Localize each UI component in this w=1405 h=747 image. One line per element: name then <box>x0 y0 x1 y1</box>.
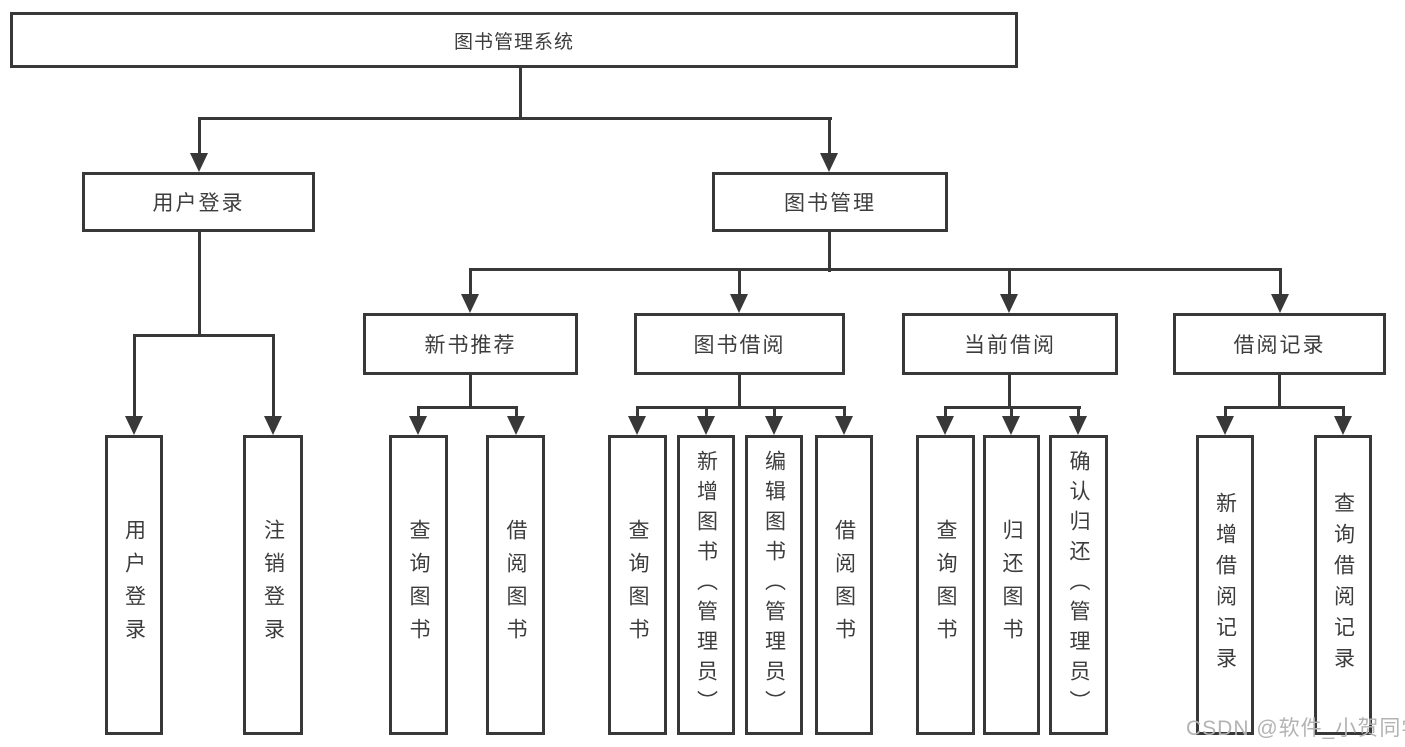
connector-line <box>843 406 846 420</box>
leaf-label: 借阅图书 <box>504 519 527 651</box>
connector-line <box>1279 268 1282 298</box>
arrow-down-icon <box>507 416 525 435</box>
node-new-book-recommend: 新书推荐 <box>363 313 578 375</box>
node-current-borrowing: 当前借阅 <box>902 313 1118 375</box>
connector-line <box>469 268 472 298</box>
node-label: 图书管理 <box>784 192 876 215</box>
leaf-query-books: 查询图书 <box>389 435 448 735</box>
leaf-add-borrow-record: 新增借阅记录 <box>1196 435 1254 735</box>
connector-line <box>1278 375 1281 409</box>
node-book-borrowing: 图书借阅 <box>634 313 845 375</box>
leaf-add-book-admin: 新增图书（管理员） <box>677 435 735 735</box>
connector-line <box>828 232 831 272</box>
arrow-down-icon <box>125 416 143 435</box>
node-label: 用户登录 <box>152 192 245 215</box>
leaf-query-books: 查询图书 <box>916 435 975 735</box>
connector-line <box>1224 406 1345 409</box>
leaf-edit-book-admin: 编辑图书（管理员） <box>745 435 803 735</box>
leaf-label: 新增借阅记录 <box>1213 492 1237 678</box>
leaf-label: 查询图书 <box>934 519 957 651</box>
arrow-down-icon <box>835 416 853 435</box>
connector-line <box>198 117 201 157</box>
leaf-borrow-books: 借阅图书 <box>486 435 545 735</box>
connector-line <box>636 406 846 409</box>
node-borrowing-records: 借阅记录 <box>1173 313 1386 375</box>
connector-line <box>417 406 518 409</box>
leaf-return-books: 归还图书 <box>983 435 1040 735</box>
connector-line <box>773 406 776 420</box>
arrow-down-icon <box>820 153 838 172</box>
leaf-label: 注销登录 <box>261 519 285 651</box>
connector-line <box>515 406 518 420</box>
connector-line <box>1342 406 1345 420</box>
node-label: 图书借阅 <box>693 334 786 357</box>
arrow-down-icon <box>1069 416 1087 435</box>
arrow-down-icon <box>1334 416 1352 435</box>
node-user-login: 用户登录 <box>82 172 315 232</box>
leaf-label: 归还图书 <box>1000 519 1023 651</box>
arrow-down-icon <box>190 153 208 172</box>
connector-line <box>1077 406 1080 420</box>
csdn-watermark: CSDN @软件_小贺同学 <box>1186 717 1405 740</box>
node-label: 借阅记录 <box>1233 334 1326 357</box>
connector-line <box>1010 406 1013 420</box>
connector-line <box>944 406 947 420</box>
leaf-user-login: 用户登录 <box>105 435 163 735</box>
connector-line <box>738 268 741 298</box>
leaf-confirm-return-admin: 确认归还（管理员） <box>1049 435 1108 735</box>
connector-line <box>738 375 741 409</box>
connector-line <box>705 406 708 420</box>
arrow-down-icon <box>628 416 646 435</box>
arrow-down-icon <box>1000 294 1018 313</box>
connector-line <box>1008 268 1011 298</box>
node-label: 当前借阅 <box>964 334 1056 357</box>
leaf-label: 借阅图书 <box>832 519 856 651</box>
leaf-logout: 注销登录 <box>243 435 303 735</box>
leaf-label: 查询借阅记录 <box>1331 492 1355 678</box>
arrow-down-icon <box>1271 294 1289 313</box>
arrow-down-icon <box>765 416 783 435</box>
connector-line <box>469 268 1282 271</box>
connector-line <box>828 117 831 157</box>
node-label: 图书管理系统 <box>453 31 574 53</box>
arrow-down-icon <box>936 416 954 435</box>
leaf-query-books: 查询图书 <box>608 435 667 735</box>
connector-line <box>133 334 136 422</box>
leaf-label: 查询图书 <box>626 519 649 651</box>
leaf-label: 新增图书（管理员） <box>694 450 718 720</box>
connector-line <box>519 68 522 120</box>
arrow-down-icon <box>730 294 748 313</box>
connector-line <box>469 375 472 409</box>
node-label: 新书推荐 <box>424 334 517 357</box>
arrow-down-icon <box>1002 416 1020 435</box>
connector-line <box>417 406 420 420</box>
leaf-label: 用户登录 <box>122 519 146 651</box>
arrow-down-icon <box>697 416 715 435</box>
leaf-label: 确认归还（管理员） <box>1067 450 1090 720</box>
node-root-system: 图书管理系统 <box>10 12 1018 68</box>
connector-line <box>133 334 275 337</box>
arrow-down-icon <box>409 416 427 435</box>
leaf-label: 编辑图书（管理员） <box>762 450 786 720</box>
connector-line <box>272 334 275 422</box>
leaf-label: 查询图书 <box>407 519 430 651</box>
node-book-management: 图书管理 <box>712 172 948 232</box>
connector-line <box>1008 375 1011 409</box>
connector-line <box>1224 406 1227 420</box>
arrow-down-icon <box>1216 416 1234 435</box>
connector-line <box>198 117 832 120</box>
arrow-down-icon <box>461 294 479 313</box>
connector-line <box>636 406 639 420</box>
leaf-borrow-books: 借阅图书 <box>815 435 873 735</box>
arrow-down-icon <box>264 416 282 435</box>
leaf-query-borrow-record: 查询借阅记录 <box>1314 435 1372 735</box>
connector-line <box>198 232 201 337</box>
